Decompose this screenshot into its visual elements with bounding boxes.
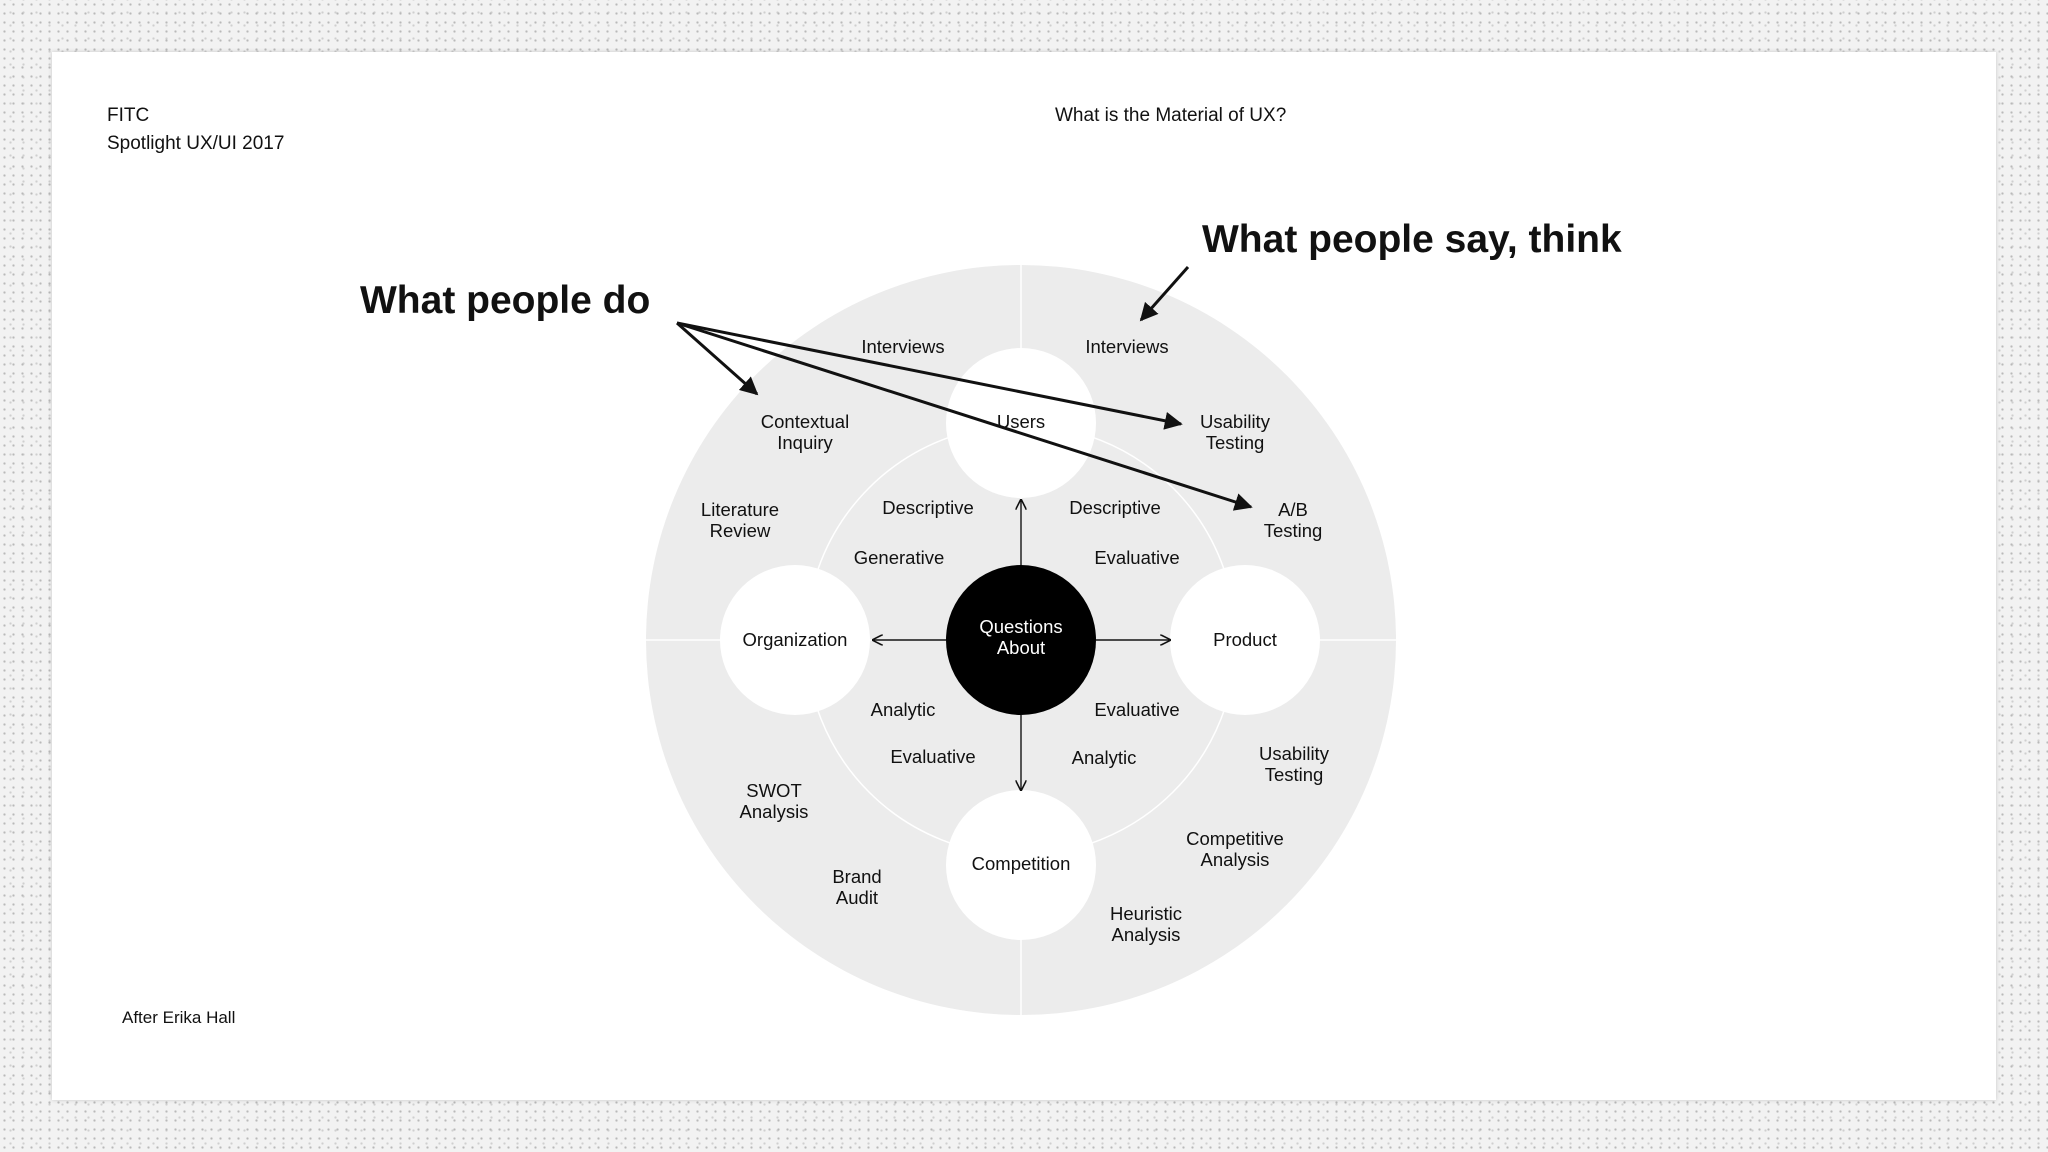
method-literature-review-line1: Literature [701,499,779,520]
callout-what-people-say-think: What people say, think [1202,218,1622,261]
method-usability-testing-bottom-line2: Testing [1265,764,1324,785]
product-label: Product [1213,629,1277,650]
competition-label: Competition [972,853,1071,874]
inner-generative: Generative [854,547,945,568]
org-name: FITC [107,105,150,126]
event-name: Spotlight UX/UI 2017 [107,133,285,154]
slide-title: What is the Material of UX? [1055,105,1287,126]
method-swot-analysis-line2: Analysis [740,801,809,822]
node-product [1170,565,1320,715]
method-usability-testing-bottom-line1: Usability [1259,743,1330,764]
users-label: Users [997,411,1045,432]
method-heuristic-analysis-line1: Heuristic [1110,903,1182,924]
method-usability-testing-top-line2: Testing [1206,432,1265,453]
inner-descriptive-right: Descriptive [1069,497,1161,518]
inner-evaluative-top-right: Evaluative [1094,547,1179,568]
say-think-arrow-interviews [1139,266,1190,322]
method-interviews-right: Interviews [1085,336,1168,357]
inner-descriptive-left: Descriptive [882,497,974,518]
do-arrow-ab-testing [676,321,1253,511]
method-brand-audit-line1: Brand [832,866,881,887]
center-label-line1: Questions [979,616,1062,637]
center-node [946,565,1096,715]
do-arrow-usability-testing [676,321,1183,430]
inner-evaluative-bottom-right: Evaluative [1094,699,1179,720]
node-competition [946,790,1096,940]
method-brand-audit-line2: Audit [836,887,878,908]
method-heuristic-analysis-line2: Analysis [1112,924,1181,945]
credit-note: After Erika Hall [122,1008,236,1027]
header-meta: FITC Spotlight UX/UI 2017 [107,102,284,158]
method-swot-analysis-line1: SWOT [746,780,802,801]
method-literature-review-line2: Review [710,520,771,541]
callout-what-people-do: What people do [360,279,650,322]
inner-analytic-left: Analytic [871,699,936,720]
node-organization [720,565,870,715]
method-interviews-left: Interviews [861,336,944,357]
method-ab-testing-line1: A/B [1278,499,1308,520]
center-label-line2: About [997,637,1045,658]
inner-evaluative-bottom-left: Evaluative [890,746,975,767]
method-ab-testing-line2: Testing [1264,520,1323,541]
do-arrow-contextual-inquiry [676,321,759,396]
method-competitive-analysis-line1: Competitive [1186,828,1284,849]
inner-analytic-bottom-right: Analytic [1072,747,1137,768]
method-contextual-inquiry-line1: Contextual [761,411,849,432]
method-usability-testing-top-line1: Usability [1200,411,1271,432]
method-contextual-inquiry-line2: Inquiry [777,432,833,453]
organization-label: Organization [743,629,848,650]
method-competitive-analysis-line2: Analysis [1201,849,1270,870]
